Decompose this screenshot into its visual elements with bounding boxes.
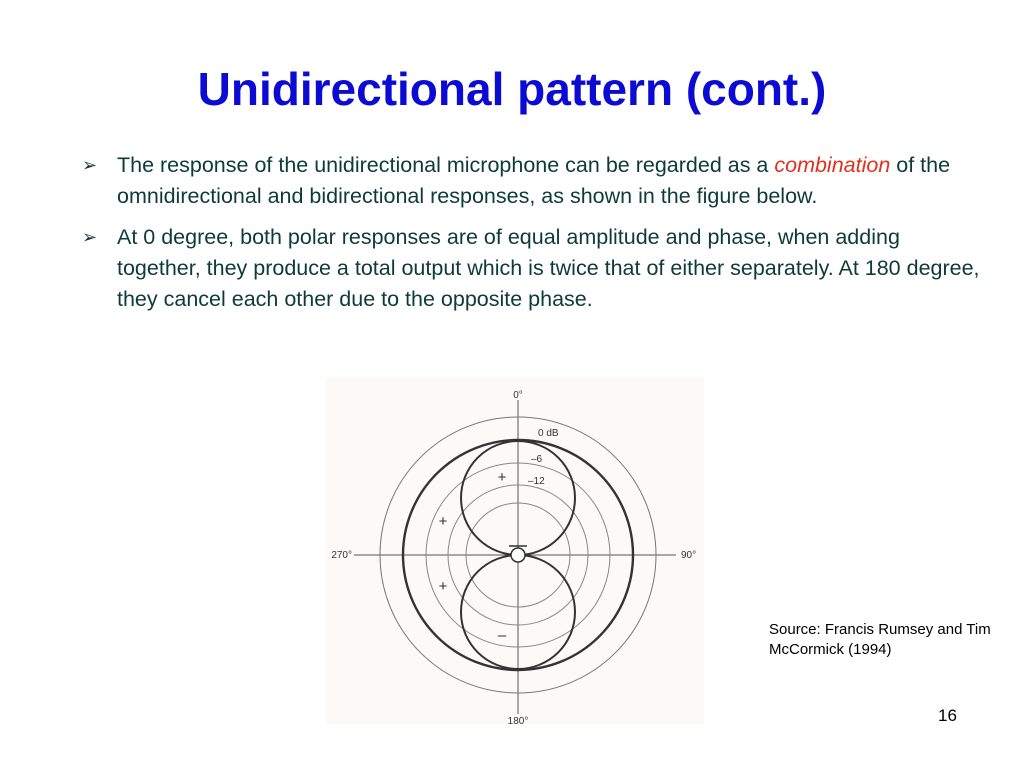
omni-circle (401, 438, 635, 672)
ring-0db (425, 462, 611, 648)
angle-label-270: 270° (331, 550, 352, 561)
ring-minus12 (465, 502, 571, 608)
polar-diagram: 0° 180° 270° 90° 0 dB –6 –12 + – + + (331, 390, 696, 724)
sign-upper-lobe: + (498, 469, 507, 486)
bullet-text-part: The response of the unidirectional micro… (117, 153, 775, 177)
angle-label-90: 90° (681, 550, 696, 561)
level-label-minus12: –12 (528, 476, 545, 487)
microphone-icon (510, 547, 526, 563)
bullet-text: At 0 degree, both polar responses are of… (117, 225, 980, 311)
sign-omni-upper: + (439, 513, 448, 530)
ring-minus6 (447, 484, 589, 626)
sign-omni-lower: + (439, 578, 448, 595)
angle-label-0: 0° (513, 390, 523, 401)
angle-label-180: 180° (508, 716, 529, 724)
bullet-text-part: of the omnidirectional and bidirectional… (117, 153, 951, 208)
level-label-0db: 0 dB (538, 428, 559, 439)
slide-title: Unidirectional pattern (cont.) (197, 63, 827, 115)
source-citation: Source: Francis Rumsey and Tim McCormick… (769, 621, 991, 658)
arrow-bullet-icon: ➢ (82, 155, 98, 175)
polar-pattern-figure: 0° 180° 270° 90° 0 dB –6 –12 + – + + (326, 378, 704, 724)
bullet-item: ➢ The response of the unidirectional mic… (82, 150, 982, 212)
sign-lower-lobe: – (498, 627, 507, 644)
outer-ring (379, 416, 657, 694)
page-number: 16 (938, 706, 957, 725)
arrow-bullet-icon: ➢ (82, 227, 98, 247)
emphasis-combination: combination (774, 153, 891, 177)
bullet-item: ➢ At 0 degree, both polar responses are … (82, 222, 982, 315)
level-label-minus6: –6 (531, 454, 543, 465)
bullet-list: ➢ The response of the unidirectional mic… (82, 150, 982, 325)
